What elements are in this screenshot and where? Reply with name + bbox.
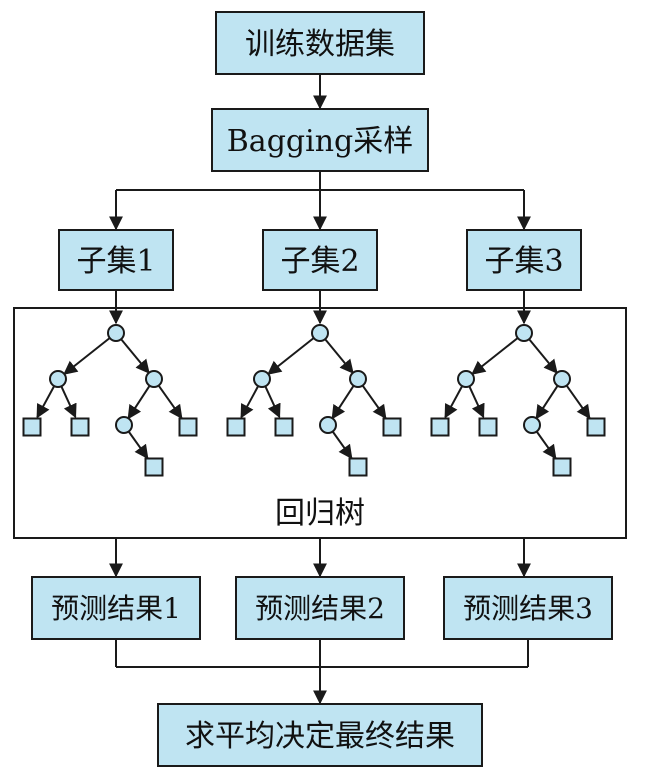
- tree-leaf-node: [144, 457, 164, 477]
- subset-node-1: 子集1: [58, 229, 174, 291]
- tree-leaf-node: [226, 417, 246, 437]
- split-connector: [109, 171, 531, 231]
- tree-leaf-node: [348, 457, 368, 477]
- tree-edge: [267, 337, 315, 375]
- tree-edge: [240, 385, 260, 419]
- prediction-node-3: 预测结果3: [443, 576, 613, 640]
- subset-label-2: 子集2: [280, 244, 359, 279]
- tree-leaf-node: [274, 417, 294, 437]
- tree-leaf-node: [552, 457, 572, 477]
- tree-edge: [361, 384, 387, 420]
- final-result-label: 求平均决定最终结果: [185, 719, 455, 754]
- tree-leaf-node: [70, 417, 90, 437]
- tree-edge: [264, 385, 281, 419]
- regression-tree-1: [22, 324, 198, 477]
- subset-node-3: 子集3: [466, 229, 582, 291]
- tree-leaf-node: [22, 417, 42, 437]
- prediction-label-1: 预测结果1: [51, 592, 181, 625]
- tree-edge: [120, 338, 150, 374]
- tree-edge: [535, 385, 559, 420]
- tree-edge: [127, 430, 149, 460]
- tree-internal-node: [311, 324, 329, 342]
- tree-internal-node: [107, 324, 125, 342]
- regression-trees: [22, 324, 606, 477]
- tree-internal-node: [49, 370, 67, 388]
- tree-edge: [468, 385, 485, 419]
- tree-edge: [535, 430, 557, 460]
- merge-connector: [115, 639, 529, 705]
- regression-tree-2: [226, 324, 402, 477]
- tree-edge: [444, 385, 464, 419]
- tree-edge: [60, 385, 77, 419]
- tree-leaf-node: [382, 417, 402, 437]
- tree-internal-node: [553, 370, 571, 388]
- final-result-node: 求平均决定最终结果: [157, 703, 483, 767]
- tree-internal-node: [457, 370, 475, 388]
- regression-tree-label: 回归树: [275, 496, 365, 531]
- tree-internal-node: [115, 416, 133, 434]
- tree-edge: [324, 338, 354, 374]
- bagging-label: Bagging采样: [227, 124, 413, 159]
- tree-edge: [331, 430, 353, 460]
- tree-leaf-node: [478, 417, 498, 437]
- tree-leaf-node: [178, 417, 198, 437]
- tree-internal-node: [253, 370, 271, 388]
- tree-internal-node: [349, 370, 367, 388]
- prediction-node-1: 预测结果1: [31, 576, 201, 640]
- tree-internal-node: [515, 324, 533, 342]
- tree-leaf-node: [430, 417, 450, 437]
- prediction-label-2: 预测结果2: [255, 592, 385, 625]
- subset-node-2: 子集2: [262, 229, 378, 291]
- tree-internal-node: [145, 370, 163, 388]
- tree-edge: [36, 385, 56, 419]
- tree-edge: [471, 337, 519, 375]
- subset-label-3: 子集3: [484, 244, 563, 279]
- tree-edge: [565, 384, 591, 420]
- regression-tree-3: [430, 324, 606, 477]
- training-data-node: 训练数据集: [215, 11, 425, 75]
- tree-edge: [331, 385, 355, 420]
- tree-internal-node: [523, 416, 541, 434]
- tree-edge: [63, 337, 111, 375]
- bagging-node: Bagging采样: [211, 108, 429, 172]
- prediction-node-2: 预测结果2: [235, 576, 405, 640]
- tree-internal-node: [319, 416, 337, 434]
- subset-label-1: 子集1: [76, 244, 155, 279]
- prediction-label-3: 预测结果3: [463, 592, 593, 625]
- tree-edge: [157, 384, 183, 420]
- tree-leaf-node: [586, 417, 606, 437]
- tree-edge: [528, 338, 558, 374]
- tree-edge: [127, 385, 151, 420]
- training-data-label: 训练数据集: [245, 27, 395, 62]
